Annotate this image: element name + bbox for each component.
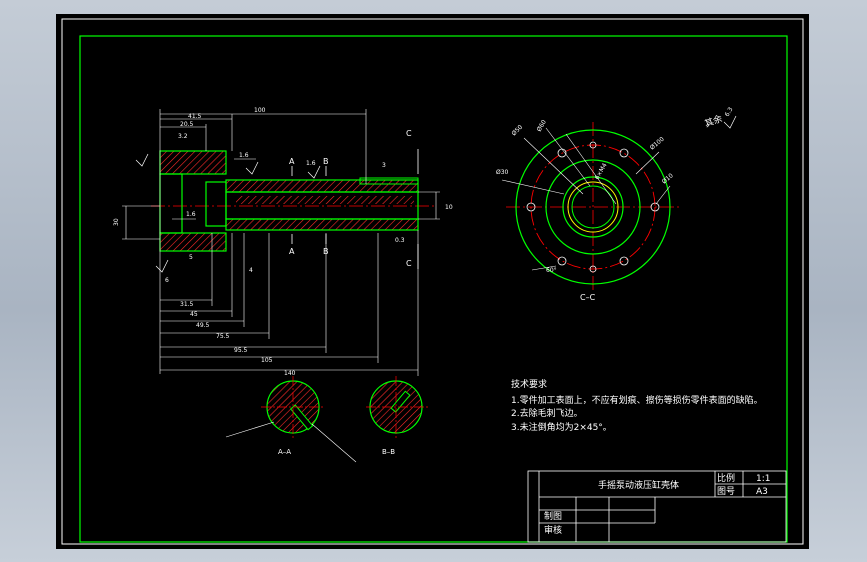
dim-105: 105 (261, 357, 273, 364)
dim-dia-100: Ø100 (649, 136, 666, 152)
section-b-bottom: B (323, 247, 329, 256)
dim-3: 3 (382, 162, 386, 169)
dim-31-5: 31.5 (180, 301, 194, 308)
roughness-value: 6.3 (724, 106, 735, 118)
dim-1-6-b: 1.6 (306, 160, 316, 167)
tech-line-3: 3.未注倒角均为2×45°。 (511, 421, 612, 433)
bolt-holes (526, 141, 660, 273)
drawing-title: 手摇泵动液压缸壳体 (598, 479, 679, 491)
inner-hatch (236, 196, 414, 204)
end-view-cc: Ø30 Ø50 Ø60 Ø100 Ø10 6×M4 60° C–C 其余 6.3 (496, 106, 737, 302)
bore-circle (562, 176, 624, 238)
bore-step (205, 181, 227, 227)
dim-6: 6 (165, 277, 169, 284)
cc-label: C–C (580, 293, 596, 302)
tech-line-1: 1.零件加工表面上，不应有划痕、擦伤等损伤零件表面的缺陷。 (511, 394, 763, 406)
dim-dia-30: Ø30 (496, 169, 509, 176)
dim-30: 30 (113, 218, 120, 226)
dim-6m4: 6×M4 (594, 162, 609, 181)
tube-lower (225, 218, 419, 231)
scale-label: 比例 (717, 472, 735, 484)
dim-10: 10 (445, 204, 453, 211)
cad-drawing: 100 41.5 20.5 3.2 1.6 1.6 1.6 30 3 5 6 3… (61, 18, 804, 545)
dim-dia-60: Ø60 (536, 119, 548, 133)
drawn-label: 制图 (544, 510, 562, 522)
dim-20-5: 20.5 (180, 121, 194, 128)
bore-left (159, 173, 183, 234)
section-bb: B–B (311, 376, 428, 463)
dim-3-2: 3.2 (178, 133, 188, 140)
dim-45: 45 (190, 311, 198, 318)
title-block (527, 470, 787, 543)
inner-yellow-circle (567, 181, 619, 233)
tech-requirements: 技术要求 1.零件加工表面上，不应有划痕、擦伤等损伤零件表面的缺陷。 2.去除毛… (511, 378, 763, 433)
section-b-top: B (323, 157, 329, 166)
dim-100: 100 (254, 107, 266, 114)
check-label: 审核 (544, 524, 562, 536)
dim-dia-50: Ø50 (510, 124, 524, 138)
inner-frame (79, 35, 788, 543)
scale-value: 1:1 (756, 474, 770, 484)
dim-1-6-c: 1.6 (186, 211, 196, 218)
flange-lower (159, 232, 227, 252)
bolt-circle (530, 144, 656, 270)
dim-0-3: 0.3 (395, 237, 405, 244)
section-aa: A–A (225, 376, 325, 456)
dim-1-6: 1.6 (239, 152, 249, 159)
section-c-bottom: C (406, 259, 412, 268)
outer-border (61, 18, 804, 545)
sheet-label: 图号 (717, 486, 735, 497)
tech-heading: 技术要求 (511, 378, 547, 390)
section-a-bottom: A (289, 247, 295, 256)
dim-4: 4 (249, 267, 253, 274)
dim-60-deg: 60° (546, 267, 557, 274)
tech-line-2: 2.去除毛刺飞边。 (511, 407, 583, 419)
dim-49-5: 49.5 (196, 322, 210, 329)
dim-140: 140 (284, 370, 296, 377)
flange-outer-circle (515, 129, 671, 285)
bb-label: B–B (382, 448, 395, 456)
roughness-note: 其余 (703, 112, 724, 129)
drawing-canvas: 100 41.5 20.5 3.2 1.6 1.6 1.6 30 3 5 6 3… (56, 14, 809, 549)
end-step (359, 177, 419, 185)
dim-41-5: 41.5 (188, 113, 202, 120)
sheet-value: A3 (756, 487, 768, 497)
dim-95-5: 95.5 (234, 347, 248, 354)
section-c-top: C (406, 129, 412, 138)
tube-upper (225, 179, 419, 193)
dim-75-5: 75.5 (216, 333, 230, 340)
section-a-top: A (289, 157, 295, 166)
flange-upper (159, 150, 227, 175)
aa-label: A–A (278, 448, 291, 456)
tube-bore (225, 191, 419, 220)
dim-5: 5 (189, 254, 193, 261)
hub-circle (545, 159, 641, 255)
main-section-view: 100 41.5 20.5 3.2 1.6 1.6 1.6 30 3 5 6 3… (113, 107, 453, 377)
inner-bore-circle (571, 185, 615, 229)
